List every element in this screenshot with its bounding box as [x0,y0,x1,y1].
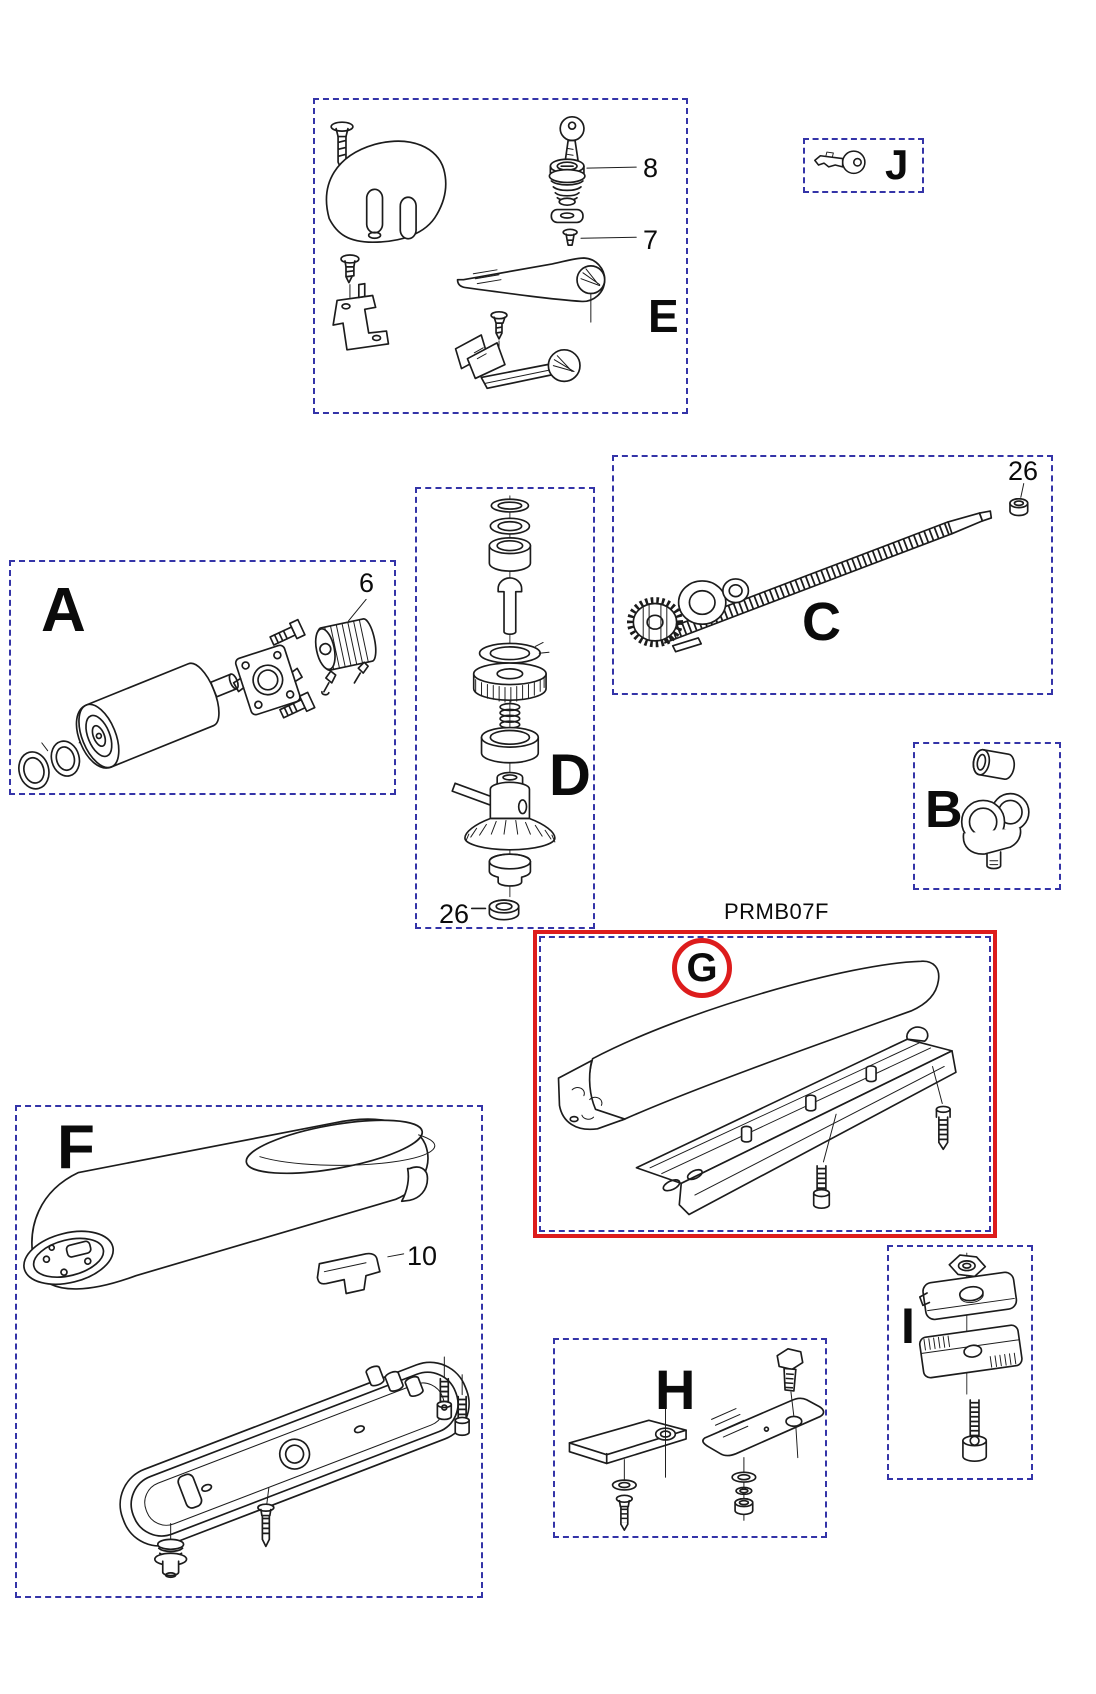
group-box-h: H [553,1338,827,1538]
part-ref-26: 26 [1008,456,1039,486]
part-ref-7: 7 [643,225,659,255]
leader-line-26 [1020,483,1025,498]
section-g-drawing [557,960,957,1216]
group-box-c: 26 C [612,455,1053,695]
arm-housing-drawing [23,1118,436,1290]
spur-gear-icon [472,662,547,703]
section-f-drawing [23,1118,470,1579]
serrated-plate-drawing [702,1397,825,1457]
leader-line-6 [347,598,367,622]
ring-bushing-icon [480,726,540,764]
seal-ring-icon [489,517,531,535]
washer-screw-icon [611,1459,637,1531]
group-box-f: F 10 [15,1105,483,1598]
washer-plate-drawing [550,208,584,224]
plate-screw-icon [436,1356,453,1421]
group-box-a: A 6 [9,560,396,795]
bracket-screw-drawing [340,254,360,298]
leader-line-10 [387,1253,405,1258]
bolt-icon [279,691,316,719]
grommet-icon [153,1523,188,1579]
o-rings-drawing [18,734,88,790]
screw-7-drawing [562,228,578,246]
base-rail-drawing [635,1026,957,1216]
group-box-e: 8 7 E [313,98,688,414]
leader-line-8 [586,166,637,169]
section-i-label: I [901,1298,915,1354]
part-ref-26: 26 [439,899,470,929]
section-d-label: D [549,743,591,808]
section-c-label: C [802,592,841,652]
pivot-pin-icon [497,577,523,636]
worm-gear-drawing [314,618,377,672]
section-b-drawing [960,748,1030,870]
bevel-gear-icon [451,771,556,851]
base-plate-drawing [119,1361,470,1547]
release-cover-drawing [325,140,447,244]
snap-washer-icon [478,641,550,664]
key-icon [814,150,866,175]
spring-icon [499,702,521,729]
plate-screw-icon [454,1374,470,1437]
serrated-clamp-plate-icon [918,1324,1023,1379]
cup-bushing-icon [488,853,532,887]
nut-icon [1009,497,1029,517]
product-code: PRMB07F [724,899,829,924]
arm-cover-drawing [557,960,940,1131]
bushing-icon [488,537,532,572]
screw-icon [330,121,354,198]
part-ref-10: 10 [407,1241,438,1271]
section-a-drawing [18,598,377,790]
part-ref-6: 6 [359,568,375,598]
motor-drawing [75,662,239,769]
section-g-label: G [672,938,732,998]
group-box-b: B [913,742,1061,890]
clevis-drawing [960,792,1030,870]
group-box-d: 26 D [415,487,595,929]
hex-nut-icon [948,1254,987,1278]
bolt-icon [269,618,306,646]
section-a-label: A [41,576,86,645]
group-box-g [539,936,991,1232]
section-e-label: E [648,290,679,342]
part-ref-8: 8 [643,153,659,183]
gear-bearing-drawing [626,578,750,653]
section-f-label: F [57,1113,95,1182]
section-b-label: B [925,781,963,839]
set-screw-icon [321,670,337,696]
release-lever-drawing [456,257,606,323]
section-i-drawing [918,1252,1023,1463]
section-e-drawing [325,115,637,390]
bolt-icon [776,1347,804,1459]
rail-screw-icon [932,1065,951,1151]
set-screw-icon [353,661,369,684]
section-d-drawing [451,495,556,921]
group-box-j: J [803,138,924,193]
washer-nut-icon [731,1457,757,1521]
socket-screw-icon [962,1399,988,1463]
leader-line-7 [580,236,637,239]
group-box-g-highlight [533,930,997,1238]
bushing-icon [972,748,1016,780]
lock-cylinder-drawing [548,158,586,206]
section-j-drawing [814,150,866,175]
release-bracket-drawing [332,282,390,351]
bottom-screw-icon [257,1487,275,1548]
clamp-plate-icon [918,1271,1018,1321]
retainer-ring-icon [488,899,520,921]
section-c-drawing [626,483,1029,653]
section-h-drawing [568,1347,825,1531]
motor-bracket-drawing [232,644,303,716]
section-h-label: H [655,1358,696,1421]
section-j-label: J [885,141,909,188]
flat-plate-drawing [568,1406,687,1478]
latch-assembly-drawing [454,310,581,390]
o-ring-icon [490,498,530,513]
group-box-i: I [887,1245,1033,1480]
clip-drawing [316,1252,381,1295]
